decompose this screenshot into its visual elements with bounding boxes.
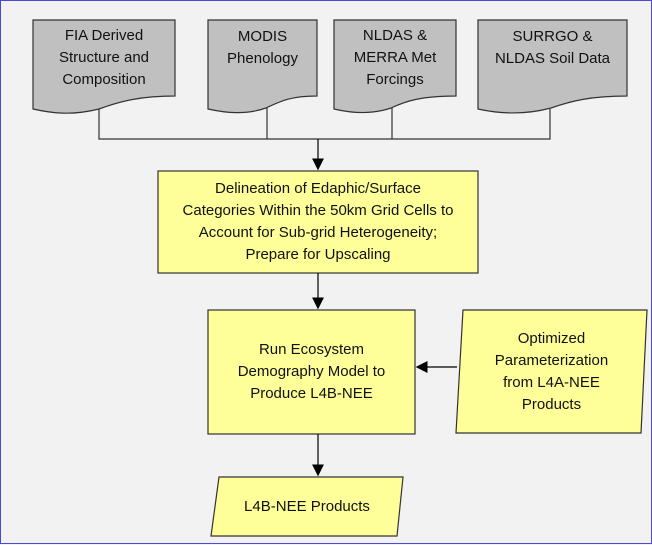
merge-connector (98, 108, 551, 140)
delineation-process-box (157, 170, 479, 274)
run-model-process-box (207, 309, 416, 435)
input-document-fia (32, 19, 176, 114)
input-label-modis: MODIS Phenology (227, 28, 298, 67)
input-document-surrgo (477, 19, 628, 114)
input-label-fia: FIA Derived Structure and Composition (58, 27, 150, 88)
output-products-label: L4B-NEE Products (244, 497, 370, 515)
run-model-label: Run Ecosystem Demography Model to Produc… (237, 341, 386, 402)
input-label-nldas-merra: NLDAS & MERRA Met Forcings (353, 27, 437, 88)
delineation-label: Delineation of Edaphic/Surface Categorie… (182, 180, 454, 263)
input-document-modis (207, 19, 318, 114)
input-label-surrgo: SURRGO & NLDAS Soil Data (494, 28, 611, 67)
parameterization-label: Optimized Parameterization from L4A-NEE … (494, 330, 609, 413)
input-document-nldas-merra (333, 19, 457, 114)
output-products-shape (210, 476, 404, 537)
parameterization-input-shape (455, 309, 648, 434)
